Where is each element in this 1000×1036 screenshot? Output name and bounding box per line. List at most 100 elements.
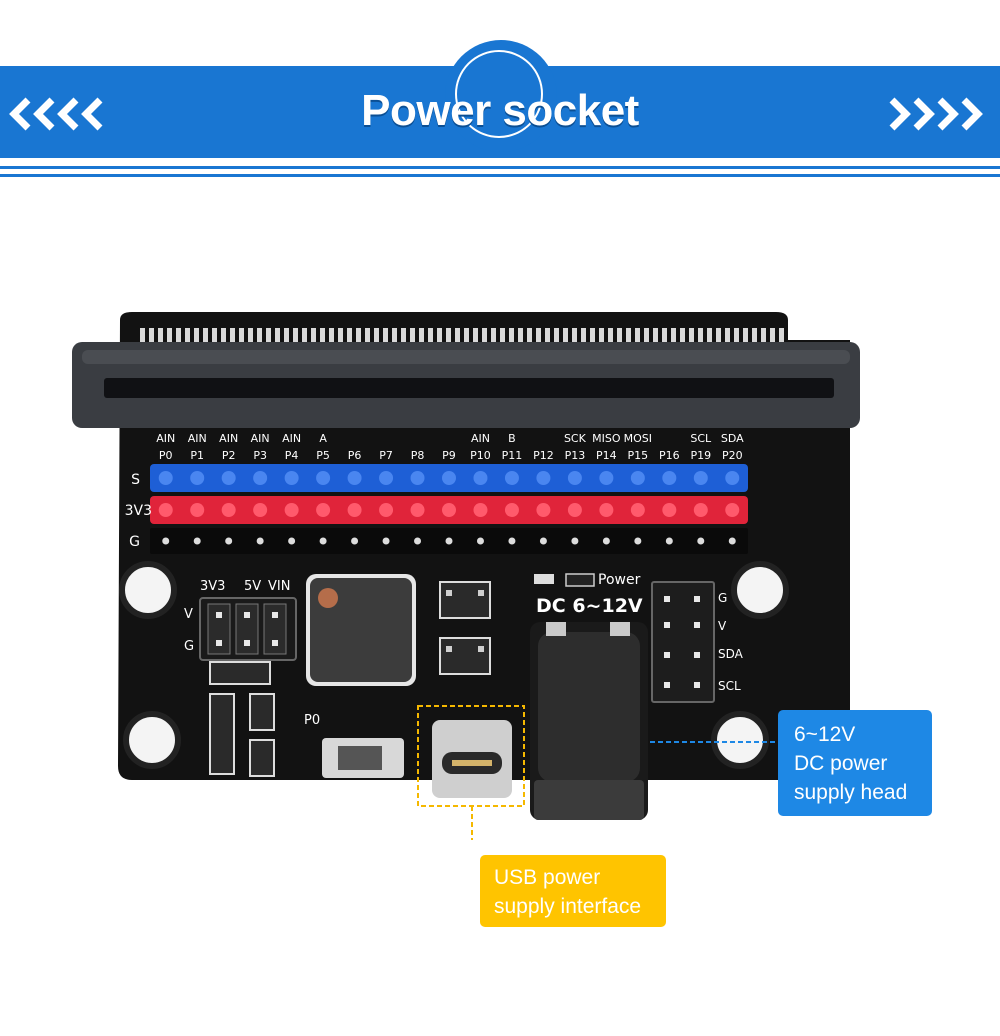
edge-tooth (725, 328, 730, 342)
header-pin (630, 471, 645, 485)
edge-tooth (464, 328, 469, 342)
pin-function-label: MOSI (624, 432, 652, 445)
pin-function-label: AIN (282, 432, 301, 445)
edge-tooth (734, 328, 739, 342)
edge-tooth (626, 328, 631, 342)
usb-power-callout: USB power supply interface (480, 855, 666, 927)
edge-tooth (239, 328, 244, 342)
header-pin (379, 503, 394, 517)
edge-tooth (140, 328, 145, 342)
dc-callout-line2: DC power (794, 752, 888, 775)
pin-name-label: P19 (690, 449, 711, 462)
edge-tooth (680, 328, 685, 342)
pin-name-label: P3 (253, 449, 267, 462)
edge-tooth (698, 328, 703, 342)
edge-tooth (392, 328, 397, 342)
pin-name-label: P4 (285, 449, 299, 462)
mount-hole (119, 561, 177, 619)
header-pin (379, 471, 394, 485)
usb-callout-line1: USB power (494, 866, 601, 889)
header-pin (508, 537, 516, 545)
edge-tooth (662, 328, 667, 342)
header-pin (725, 503, 740, 517)
i2c-header (651, 581, 715, 703)
usb-callout-line2: supply interface (494, 895, 642, 918)
edge-tooth (212, 328, 217, 342)
edge-tooth (320, 328, 325, 342)
pin-name-label: P9 (442, 449, 456, 462)
header-pin (347, 503, 362, 517)
edge-tooth (500, 328, 505, 342)
header-pin (697, 537, 705, 545)
header-pin (567, 471, 582, 485)
header-pin (571, 537, 579, 545)
pin-name-label: P0 (159, 449, 173, 462)
header-pin (319, 537, 327, 545)
edge-tooth (329, 328, 334, 342)
pin-name-label: P7 (379, 449, 393, 462)
edge-tooth (428, 328, 433, 342)
edge-tooth (365, 328, 370, 342)
header-pin (473, 503, 488, 517)
chevrons-left-icon (9, 97, 103, 131)
row-label-s: S (131, 472, 140, 488)
edge-tooth (203, 328, 208, 342)
header-pin (473, 471, 488, 485)
header-pin (476, 537, 484, 545)
ic-chip (439, 581, 491, 619)
header-pin (536, 471, 551, 485)
header-pin (630, 503, 645, 517)
pin-name-label: P20 (722, 449, 743, 462)
banner-badge-ring (455, 50, 543, 138)
power-select-3v3: 3V3 (200, 579, 225, 594)
edge-tooth (608, 328, 613, 342)
edge-tooth (419, 328, 424, 342)
pin-function-label: A (319, 432, 327, 445)
edge-tooth (266, 328, 271, 342)
edge-tooth (347, 328, 352, 342)
header-pin (445, 537, 453, 545)
power-select-vin: VIN (268, 579, 290, 594)
dc-label: DC 6~12V (536, 595, 643, 617)
banner-underline (0, 166, 1000, 169)
banner-underline-2 (0, 174, 1000, 177)
edge-tooth (572, 328, 577, 342)
pin-function-label: AIN (471, 432, 490, 445)
header-pins (158, 471, 740, 545)
row-label-g: G (129, 534, 140, 550)
dc-power-callout: 6~12V DC power supply head (778, 710, 932, 816)
edge-tooth (554, 328, 559, 342)
pin-name-label: P5 (316, 449, 330, 462)
edge-tooth (707, 328, 712, 342)
i2c-label-sda: SDA (718, 647, 744, 661)
header-pin (442, 471, 456, 485)
header-pin (410, 471, 425, 485)
header-pin (693, 503, 708, 517)
edge-connector-pins (140, 328, 784, 342)
header-pin (284, 503, 299, 517)
header-pin (693, 471, 708, 485)
edge-tooth (446, 328, 451, 342)
edge-tooth (257, 328, 262, 342)
switch-label: P0 (304, 713, 320, 728)
header-pin (634, 537, 642, 545)
edge-tooth (230, 328, 235, 342)
edge-tooth (581, 328, 586, 342)
page-title: Power socket (361, 86, 639, 135)
chevrons-right-icon (889, 97, 983, 131)
pin-name-label: P8 (411, 449, 425, 462)
edge-tooth (653, 328, 658, 342)
dc-callout-line3: supply head (794, 781, 908, 804)
header-pin (504, 503, 519, 517)
power-led-label: Power (598, 572, 641, 588)
pin-function-label: AIN (188, 432, 207, 445)
edge-tooth (311, 328, 316, 342)
edge-tooth (383, 328, 388, 342)
header-pin (662, 471, 677, 485)
header-pin (351, 537, 359, 545)
edge-tooth (599, 328, 604, 342)
ic-chip (439, 637, 491, 675)
power-select-v-label: V (184, 607, 193, 622)
edge-tooth (356, 328, 361, 342)
header-pin (193, 537, 201, 545)
